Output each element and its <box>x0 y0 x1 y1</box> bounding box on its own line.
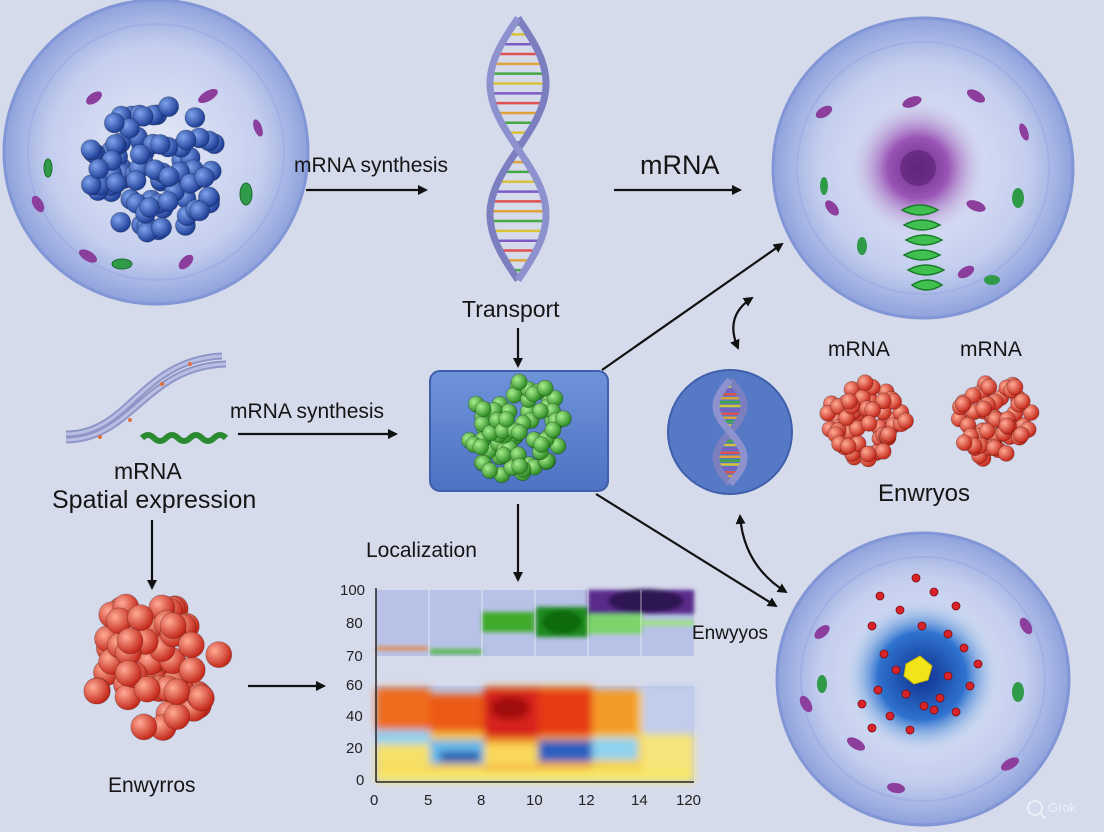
arrow-box-up-right <box>601 242 784 371</box>
label-mrna-synthesis-mid: mRNA synthesis <box>230 400 385 423</box>
organelles <box>31 89 263 270</box>
dna-circle <box>667 369 793 495</box>
red-cluster-right-2 <box>950 375 1040 467</box>
label-enwryos: Enwryos <box>878 480 971 507</box>
y-tick: 0 <box>356 772 365 789</box>
y-tick: 20 <box>346 740 363 757</box>
y-tick: 100 <box>340 582 366 599</box>
mrna-strand-left <box>65 352 229 444</box>
arrow-circle-up <box>730 296 754 350</box>
y-tick: 40 <box>346 708 363 725</box>
arrow-circle-down <box>735 514 788 594</box>
label-mrna-synthesis-top: mRNA synthesis <box>294 154 449 177</box>
label-transport: Transport <box>462 296 560 322</box>
label-enwyyos: Enwyyos <box>692 623 769 644</box>
heatmap-bottom <box>376 686 694 782</box>
x-tick: 8 <box>477 792 486 809</box>
red-cluster-left <box>83 593 233 741</box>
y-tick: 70 <box>346 648 363 665</box>
central-complex-box <box>429 370 609 492</box>
watermark-text: Grok <box>1048 800 1077 815</box>
cell-bottom-right <box>775 531 1071 827</box>
green-protein <box>900 204 946 291</box>
y-tick: 80 <box>346 615 363 632</box>
red-cluster-right-1 <box>819 374 914 468</box>
label-enwyrros: Enwyrros <box>108 774 196 797</box>
x-tick: 10 <box>526 792 543 809</box>
x-tick: 5 <box>424 792 433 809</box>
cell-top-right <box>771 16 1075 320</box>
y-tick: 60 <box>346 677 363 694</box>
heatmap-top <box>376 589 694 656</box>
cell-top-left <box>2 0 310 306</box>
dna-helix-top <box>486 16 550 282</box>
label-mrna-cluster-2: mRNA <box>960 338 1022 361</box>
x-tick: 0 <box>370 792 379 809</box>
x-tick: 14 <box>631 792 648 809</box>
arrows <box>147 185 788 691</box>
label-mrna-top: mRNA <box>640 150 720 180</box>
heatmap-axes <box>375 588 694 783</box>
x-tick: 120 <box>676 792 702 809</box>
label-mrna-left: mRNA <box>114 458 182 484</box>
label-spatial-expression: Spatial expression <box>52 486 257 514</box>
label-localization: Localization <box>366 539 477 562</box>
watermark-icon <box>1027 800 1047 820</box>
x-tick: 12 <box>578 792 595 809</box>
label-mrna-cluster-1: mRNA <box>828 338 890 361</box>
nucleus-blue-cluster <box>80 96 225 243</box>
